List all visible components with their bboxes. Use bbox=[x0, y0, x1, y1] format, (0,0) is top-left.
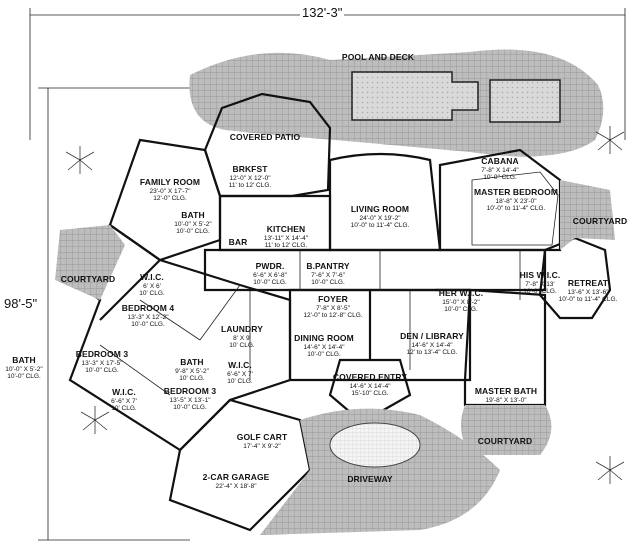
room-label-her-wic: HER W.I.C.15'-0" X 8'-2"10'-0" CLG. bbox=[438, 288, 484, 313]
room-label-pool: POOL AND DECK bbox=[341, 52, 415, 62]
overall-depth-label: 98'-5" bbox=[2, 296, 40, 311]
room-label-driveway: DRIVEWAY bbox=[347, 474, 393, 484]
courtyard-w bbox=[55, 225, 125, 300]
room-label-covered-patio: COVERED PATIO bbox=[229, 132, 301, 142]
room-label-wic-2: W.I.C.6'-6" X 7'10' CLG. bbox=[227, 360, 253, 385]
driveway bbox=[260, 408, 500, 535]
pool-deck bbox=[189, 49, 604, 157]
room-label-courtyard-w: COURTYARD bbox=[60, 274, 116, 284]
room-label-bar: BAR bbox=[228, 237, 248, 247]
palm-tree-icon bbox=[65, 126, 625, 484]
courtyard-ne bbox=[560, 180, 615, 250]
room-label-wic-3: W.I.C.6'-6" X 7'10' CLG. bbox=[111, 387, 137, 412]
room-label-courtyard-s: COURTYARD bbox=[477, 436, 533, 446]
room-label-his-wic: HIS W.I.C.7'-8" X 13'10'-0" CLG. bbox=[519, 270, 561, 295]
room-label-courtyard-ne: COURTYARD bbox=[572, 216, 628, 226]
room-label-wic-1: W.I.C.6' X 6'10' CLG. bbox=[139, 272, 165, 297]
room-label-pwdr: PWDR.6'-6" X 6'-8"10'-0" CLG. bbox=[253, 261, 287, 286]
courtyard-s bbox=[461, 405, 552, 455]
depth-dimension-line bbox=[38, 87, 190, 541]
overall-width-label: 132'-3" bbox=[300, 5, 345, 20]
